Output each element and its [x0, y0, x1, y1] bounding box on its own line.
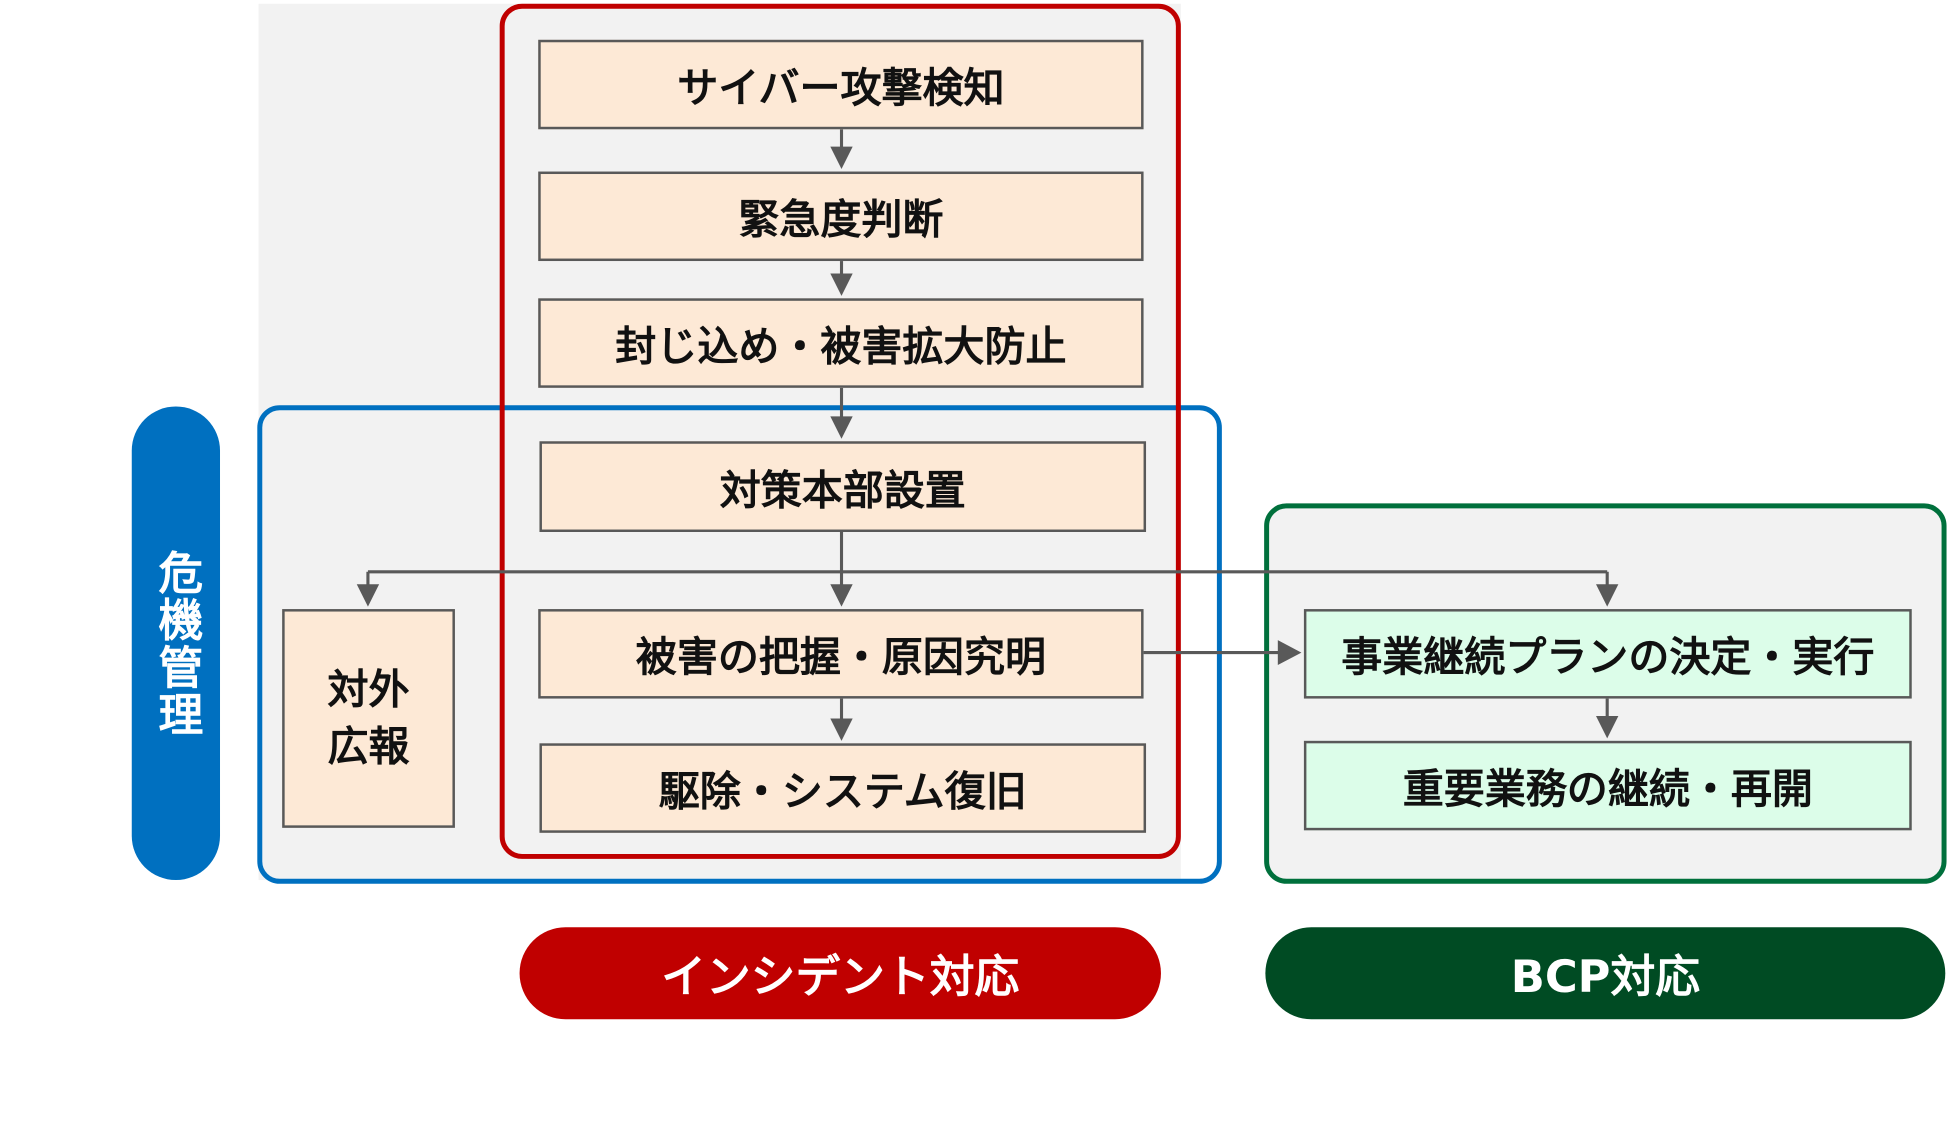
incident-response-label: インシデント対応 — [519, 927, 1161, 1020]
incident-response-frame — [499, 3, 1181, 859]
bcp-response-label: BCP対応 — [1265, 927, 1946, 1020]
step-attack-detection: サイバー攻撃検知 — [538, 39, 1144, 130]
step-bcp-plan: 事業継続プランの決定・実行 — [1303, 609, 1912, 699]
crisis-management-label: 危機管理 — [131, 406, 221, 881]
crisis-management-frame — [257, 405, 1222, 884]
step-containment: 封じ込め・被害拡大防止 — [538, 298, 1144, 388]
step-damage-assessment: 被害の把握・原因究明 — [538, 609, 1144, 699]
step-business-continuity: 重要業務の継続・再開 — [1303, 740, 1912, 831]
step-public-relations: 対外広報 — [282, 609, 455, 828]
step-establish-hq: 対策本部設置 — [539, 441, 1147, 533]
step-urgency-judgment: 緊急度判断 — [538, 171, 1144, 262]
step-system-recovery: 駆除・システム復旧 — [539, 743, 1147, 833]
arrow-head — [830, 146, 853, 170]
bcp-frame — [1264, 503, 1947, 884]
